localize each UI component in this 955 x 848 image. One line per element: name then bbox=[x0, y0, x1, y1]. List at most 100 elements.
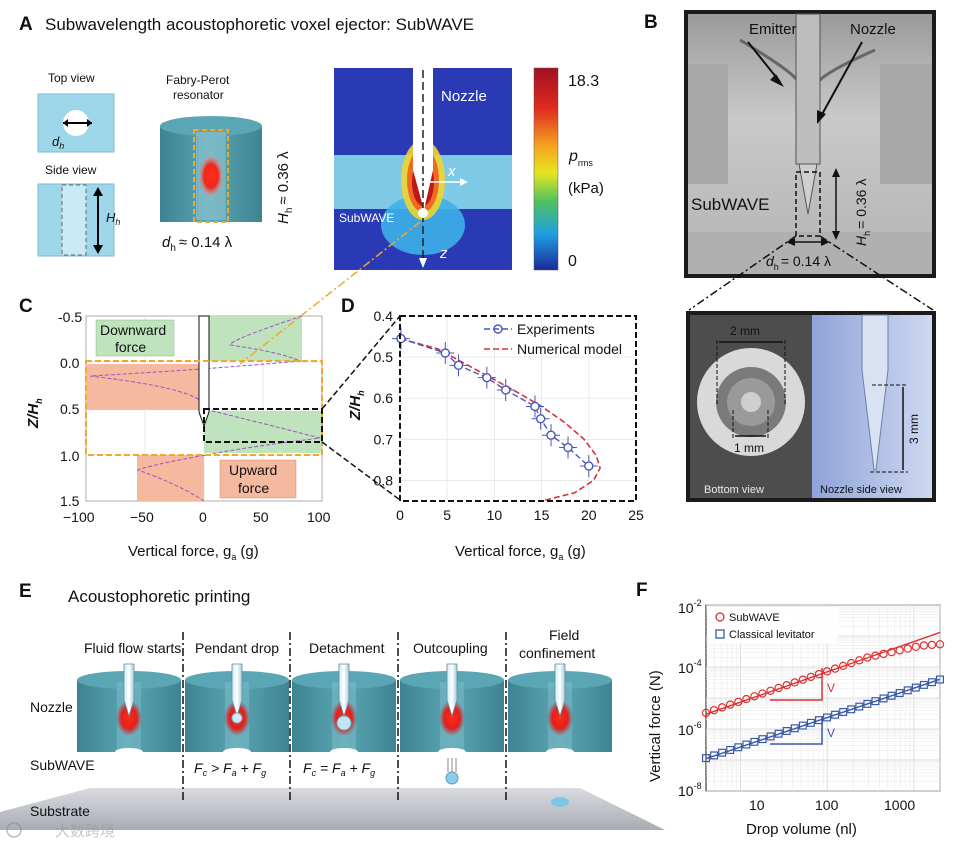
c-ytick-3: 0.5 bbox=[60, 401, 80, 417]
data-point-levitator bbox=[766, 732, 775, 741]
f-ytick-2: 10-4 bbox=[678, 658, 702, 676]
emitter-label: Emitter bbox=[749, 21, 797, 38]
data-point-subwave bbox=[838, 661, 848, 671]
data-point-levitator bbox=[758, 735, 767, 744]
sim-x-label: x bbox=[447, 163, 456, 180]
data-point-levitator bbox=[927, 678, 936, 687]
data-point-levitator bbox=[887, 691, 896, 700]
data-point-subwave bbox=[935, 640, 945, 649]
data-point-levitator bbox=[911, 683, 920, 692]
d-xtick-10: 10 bbox=[487, 507, 503, 523]
panel-f-label: F bbox=[636, 580, 648, 601]
data-point-experiments bbox=[440, 348, 451, 358]
f-xtick-2: 100 bbox=[815, 797, 839, 813]
data-point-subwave bbox=[903, 644, 912, 653]
data-point-subwave bbox=[709, 705, 719, 715]
downward-region-salmon bbox=[86, 364, 204, 410]
data-point-levitator bbox=[903, 686, 912, 695]
f-ylabel: Vertical force (N) bbox=[647, 670, 664, 782]
data-point-levitator bbox=[734, 743, 743, 752]
series-line-numerical-model bbox=[399, 337, 601, 502]
data-point-subwave bbox=[887, 647, 896, 657]
f-ytick-4: 10-8 bbox=[678, 781, 702, 799]
c-ytick-1: -0.5 bbox=[58, 309, 82, 325]
panel-e: E Acoustophoretic printing Substrate Noz… bbox=[0, 581, 665, 830]
slope-triangle-red bbox=[770, 668, 823, 701]
data-point-levitator bbox=[782, 726, 791, 735]
subwave-label-e: SubWAVE bbox=[30, 757, 95, 773]
data-point-subwave bbox=[806, 672, 816, 682]
data-point-levitator bbox=[895, 689, 904, 698]
data-point-subwave bbox=[847, 658, 856, 668]
data-point-levitator bbox=[710, 751, 719, 760]
slope-label-red: V bbox=[827, 681, 835, 695]
c-ylabel: Z/Hh bbox=[25, 398, 44, 429]
f-ytick-1: 10-2 bbox=[678, 598, 702, 616]
watermark: 大数跨境 bbox=[6, 822, 115, 840]
d-ytick-0.7: 0.7 bbox=[374, 431, 394, 447]
f-xlabel: Drop volume (nl) bbox=[746, 821, 857, 838]
upward-label-1: Upward bbox=[229, 462, 277, 478]
sim-nozzle-label: Nozzle bbox=[441, 88, 487, 105]
watermark-text: 大数跨境 bbox=[55, 822, 115, 840]
panel-b-label: B bbox=[644, 12, 658, 33]
d-axes-frame bbox=[399, 315, 637, 502]
dh-label-b: dh= 0.14 λ bbox=[766, 253, 831, 272]
nozzle-tip bbox=[338, 663, 350, 718]
nozzle-label-b: Nozzle bbox=[850, 21, 896, 38]
colorbar-label: prms bbox=[568, 148, 593, 168]
data-point-subwave bbox=[927, 640, 937, 650]
data-point-subwave bbox=[822, 667, 832, 676]
print-step-5 bbox=[508, 663, 612, 756]
data-point-subwave bbox=[782, 681, 791, 690]
pressure-hotspot bbox=[116, 700, 142, 736]
resonator-label-2: resonator bbox=[173, 88, 224, 102]
data-point-subwave bbox=[774, 683, 783, 693]
data-point-subwave bbox=[717, 703, 727, 712]
data-point-subwave bbox=[830, 664, 840, 673]
data-point-experiments bbox=[563, 442, 573, 453]
side-view-hh: Hh bbox=[106, 210, 120, 227]
data-point-experiments bbox=[546, 430, 556, 440]
d-xtick-20: 20 bbox=[581, 507, 597, 523]
top-view-dh: dh bbox=[52, 134, 64, 151]
d-ytick-0.6: 0.6 bbox=[374, 390, 394, 406]
data-point-levitator bbox=[847, 705, 856, 714]
panel-a-label: A bbox=[19, 14, 33, 35]
d-ylabel: Z/Hh bbox=[347, 390, 366, 421]
subwave-label-b: SubWAVE bbox=[691, 195, 769, 214]
nozzle-tip bbox=[123, 663, 135, 718]
sim-z-label: z bbox=[439, 245, 448, 262]
data-point-subwave bbox=[798, 675, 808, 684]
data-point-experiments bbox=[501, 385, 511, 395]
pressure-hotspot bbox=[439, 700, 465, 736]
data-point-levitator bbox=[823, 713, 832, 722]
d-ytick-0.5: 0.5 bbox=[374, 349, 394, 365]
d-xlabel: Vertical force, ga(g) bbox=[455, 543, 586, 562]
legend-marker-experiments bbox=[493, 324, 503, 334]
legend-marker-levitator bbox=[715, 629, 725, 639]
c-xtick-5: 100 bbox=[307, 509, 331, 525]
sim-subwave-label: SubWAVE bbox=[339, 211, 394, 225]
data-point-subwave bbox=[758, 689, 767, 698]
c-ytick-2: 0.0 bbox=[60, 355, 80, 371]
data-point-levitator bbox=[871, 697, 880, 706]
legend-experiments: Experiments bbox=[517, 321, 595, 337]
data-point-subwave bbox=[790, 678, 799, 687]
upward-region-green bbox=[204, 411, 322, 453]
data-point-subwave bbox=[701, 708, 711, 718]
data-point-levitator bbox=[806, 718, 815, 727]
nozzle-tip bbox=[231, 663, 243, 718]
data-point-subwave bbox=[919, 641, 929, 650]
data-point-subwave bbox=[734, 697, 743, 707]
panel-a-title: Subwavelength acoustophoretic voxel ejec… bbox=[45, 15, 474, 34]
legend-marker-subwave bbox=[715, 612, 725, 622]
colorbar bbox=[533, 67, 559, 271]
substrate-plane bbox=[0, 788, 665, 830]
equation-pendant: Fc > Fa + Fg bbox=[194, 760, 266, 778]
panel-e-label: E bbox=[19, 581, 32, 602]
d-legend: Experiments Numerical model bbox=[484, 321, 622, 357]
d-xtick-0: 0 bbox=[396, 507, 404, 523]
